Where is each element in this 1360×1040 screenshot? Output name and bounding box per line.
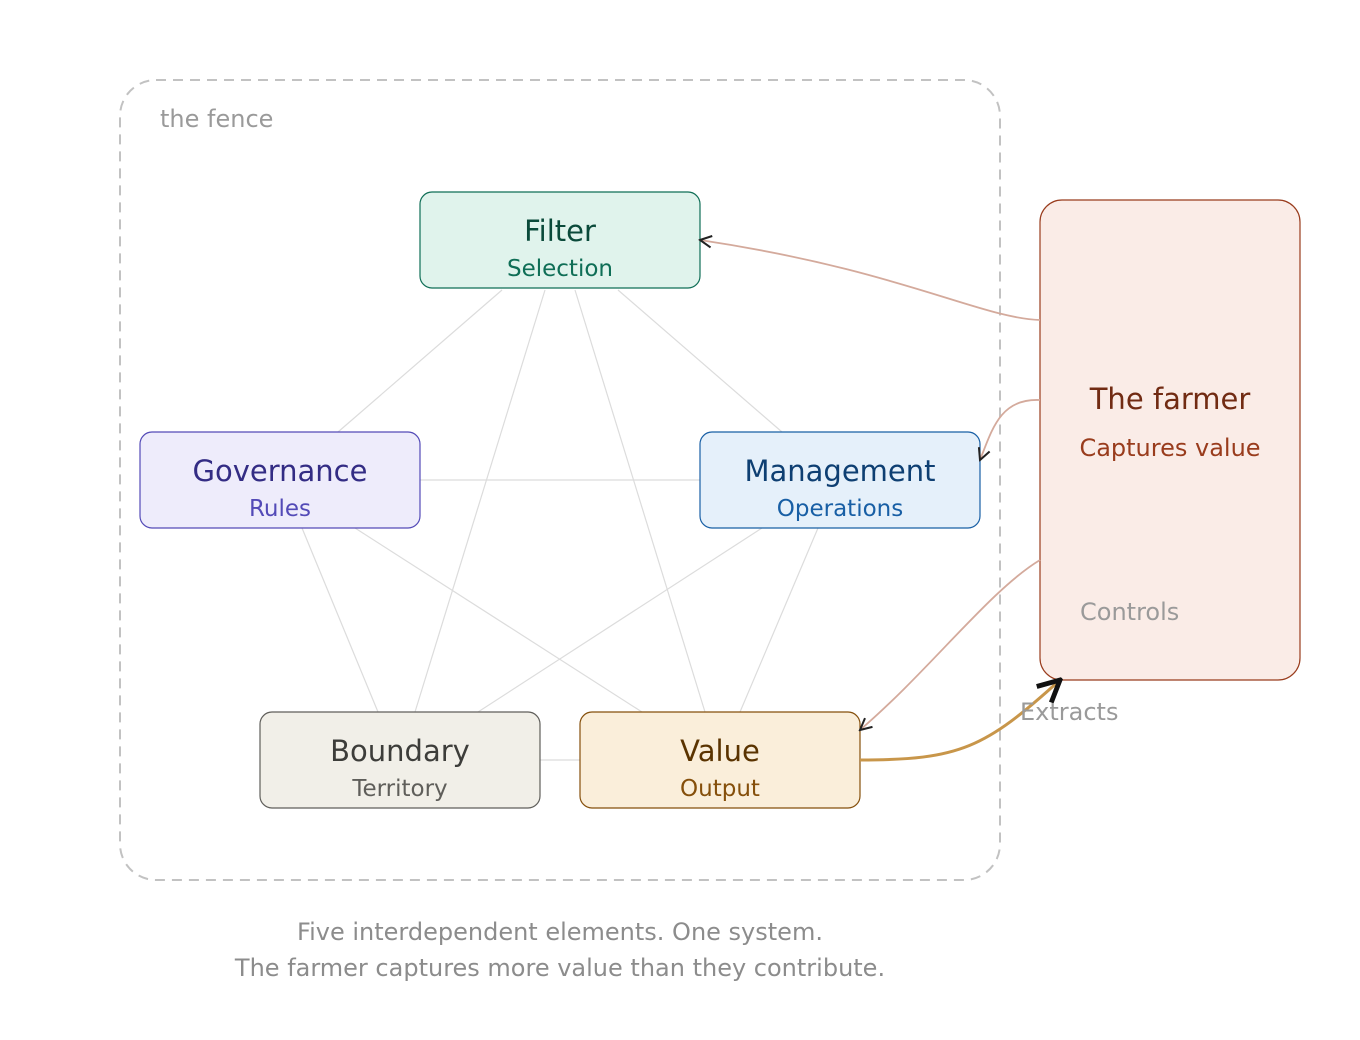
node-boundary-subtitle: Territory (351, 776, 447, 802)
node-management-border (699, 431, 981, 529)
link-management-value (739, 527, 819, 713)
node-filter[interactable]: Filter Selection (419, 191, 701, 289)
node-governance-title: Governance (193, 454, 368, 488)
link-filter-boundary (414, 289, 546, 713)
node-farmer-border (1039, 199, 1301, 681)
node-value-subtitle: Output (680, 776, 760, 802)
fence-label: the fence (160, 105, 273, 133)
node-management[interactable]: Management Operations (699, 431, 981, 529)
extracts-label: Extracts (1020, 698, 1118, 726)
link-governance-boundary (301, 527, 379, 713)
node-farmer-subtitle: Captures value (1079, 434, 1260, 462)
node-value-box (580, 712, 860, 808)
link-filter-management (617, 289, 783, 433)
node-boundary-border (259, 711, 541, 809)
interconnection-lines (301, 289, 819, 761)
control-arrow-filter (700, 240, 1041, 321)
node-farmer-title: The farmer (1089, 382, 1251, 416)
link-management-boundary (477, 527, 763, 713)
caption-line-1: Five interdependent elements. One system… (297, 918, 823, 946)
node-farmer-box (1040, 200, 1300, 680)
control-arrow-management (980, 399, 1041, 460)
link-filter-governance (337, 289, 503, 433)
node-management-box (700, 432, 980, 528)
link-governance-value (354, 527, 643, 713)
node-filter-title: Filter (524, 214, 596, 248)
controls-label: Controls (1080, 598, 1179, 626)
node-farmer[interactable]: The farmer Captures value Controls (1039, 199, 1301, 681)
control-arrow-value (860, 559, 1041, 730)
node-governance[interactable]: Governance Rules (139, 431, 421, 529)
node-management-title: Management (744, 454, 935, 488)
node-governance-box (140, 432, 420, 528)
node-governance-border (139, 431, 421, 529)
node-filter-box (420, 192, 700, 288)
node-boundary-box (260, 712, 540, 808)
link-filter-value (574, 289, 706, 713)
extract-arrow (859, 680, 1060, 762)
node-governance-subtitle: Rules (249, 496, 311, 522)
fence-boundary (119, 79, 1001, 881)
caption-line-2: The farmer captures more value than they… (234, 954, 885, 982)
node-boundary-title: Boundary (330, 734, 470, 768)
node-boundary[interactable]: Boundary Territory (259, 711, 541, 809)
node-value[interactable]: Value Output (579, 711, 861, 809)
node-management-subtitle: Operations (777, 496, 903, 522)
node-filter-subtitle: Selection (507, 256, 613, 282)
node-value-title: Value (680, 734, 760, 768)
control-arrows (700, 240, 1041, 730)
